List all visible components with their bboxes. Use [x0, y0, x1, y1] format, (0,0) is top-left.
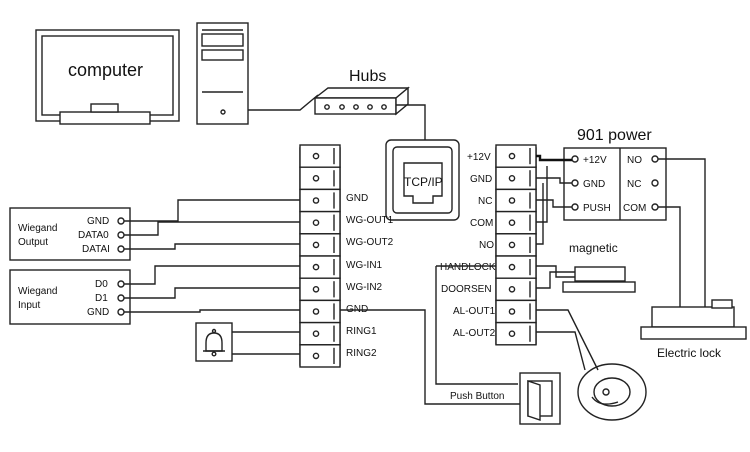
lan-cable-controller	[396, 104, 426, 140]
wiegand-output-pin-datai: DATAI	[82, 244, 110, 255]
left-terminal-cell-8	[299, 321, 341, 346]
left-terminal-label-8: RING1	[346, 326, 377, 337]
right-terminal-label-3: COM	[470, 218, 493, 229]
electric-lock-icon	[640, 299, 747, 340]
lan-cable-computer	[248, 94, 319, 111]
hubs-label: Hubs	[349, 68, 386, 85]
right-terminal-label-5: HANDLOCK	[440, 262, 496, 273]
power-right-terminal-1: NC	[627, 179, 641, 190]
wiegand-input-title-2: Input	[18, 300, 40, 311]
left-terminal-label-9: RING2	[346, 348, 377, 359]
right-terminal-cell-1	[495, 166, 537, 191]
power-module	[563, 147, 667, 221]
power-left-terminal-1: GND	[583, 179, 605, 190]
wiegand-output-wires	[124, 199, 300, 250]
magnetic-wires	[536, 271, 575, 289]
right-terminal-label-1: GND	[470, 174, 492, 185]
right-terminal-label-8: AL-OUT2	[453, 328, 496, 339]
hub-icon	[312, 86, 410, 116]
right-terminal-block	[495, 144, 537, 346]
electric-lock-label: Electric lock	[657, 346, 722, 360]
wiegand-input-pin-d1: D1	[95, 293, 108, 304]
right-terminal-cell-3	[495, 210, 537, 235]
power-wires	[536, 154, 572, 245]
right-terminal-cell-5	[495, 255, 537, 279]
right-terminal-label-6: DOORSEN	[441, 284, 492, 295]
siren-wires	[536, 309, 599, 371]
wiegand-input-title-1: Wiegand	[18, 286, 57, 297]
left-terminal-label-5: WG-IN1	[346, 260, 383, 271]
siren-icon	[577, 363, 647, 421]
wiegand-output-title-1: Wiegand	[18, 223, 57, 234]
power-left-terminal-2: PUSH	[583, 203, 611, 214]
left-terminal-cell-9	[299, 344, 341, 368]
wiegand-output-pin-data0: DATA0	[78, 230, 109, 241]
wiegand-input-pin-d0: D0	[95, 279, 108, 290]
power-title: 901 power	[577, 127, 652, 144]
ethernet-port-icon	[385, 139, 460, 221]
right-terminal-cell-6	[495, 277, 537, 302]
left-terminal-label-4: WG-OUT2	[346, 237, 394, 248]
right-terminal-cell-7	[495, 299, 537, 324]
wiegand-input-device: Wiegand Input D0 D1 GND	[9, 269, 131, 325]
power-right-terminal-2: COM	[623, 203, 646, 214]
right-terminal-cell-4	[495, 233, 537, 257]
wiegand-output-title-2: Output	[18, 237, 48, 248]
tower-icon	[196, 22, 249, 125]
magnetic-label: magnetic	[569, 241, 618, 255]
computer-label: computer	[68, 60, 143, 80]
left-terminal-block	[299, 144, 341, 368]
left-terminal-cell-1	[299, 166, 341, 191]
magnetic-lock-icon	[562, 266, 636, 293]
left-terminal-label-2: GND	[346, 193, 368, 204]
wiegand-output-device: Wiegand Output GND DATA0 DATAI	[9, 207, 131, 261]
push-button-icon	[519, 372, 561, 425]
left-terminal-label-3: WG-OUT1	[346, 215, 394, 226]
left-terminal-cell-7	[299, 299, 341, 324]
wiegand-input-pin-gnd: GND	[87, 307, 109, 318]
left-terminal-cell-2	[299, 188, 341, 213]
power-right-terminal-0: NO	[627, 155, 642, 166]
wiegand-input-wires	[124, 265, 300, 313]
right-terminal-label-2: NC	[478, 196, 492, 207]
left-terminal-cell-0	[299, 144, 341, 168]
push-button-label: Push Button	[450, 391, 504, 402]
left-terminal-cell-6	[299, 277, 341, 302]
right-terminal-cell-2	[495, 188, 537, 213]
left-terminal-label-6: WG-IN2	[346, 282, 383, 293]
right-terminal-label-4: NO	[479, 240, 494, 251]
right-terminal-cell-0	[495, 144, 537, 168]
right-terminal-cell-8	[495, 321, 537, 346]
wiegand-output-pin-gnd: GND	[87, 216, 109, 227]
monitor-icon	[35, 29, 180, 125]
left-terminal-cell-5	[299, 255, 341, 279]
left-terminal-cell-3	[299, 210, 341, 235]
tcpip-label: TCP/IP	[404, 175, 443, 189]
electric-lock-wires	[658, 158, 706, 307]
push-button-wire-a	[340, 309, 520, 405]
right-terminal-label-7: AL-OUT1	[453, 306, 496, 317]
right-terminal-label-0: +12V	[467, 152, 491, 163]
left-terminal-cell-4	[299, 233, 341, 257]
power-left-terminal-0: +12V	[583, 155, 607, 166]
bell-icon	[195, 322, 233, 362]
